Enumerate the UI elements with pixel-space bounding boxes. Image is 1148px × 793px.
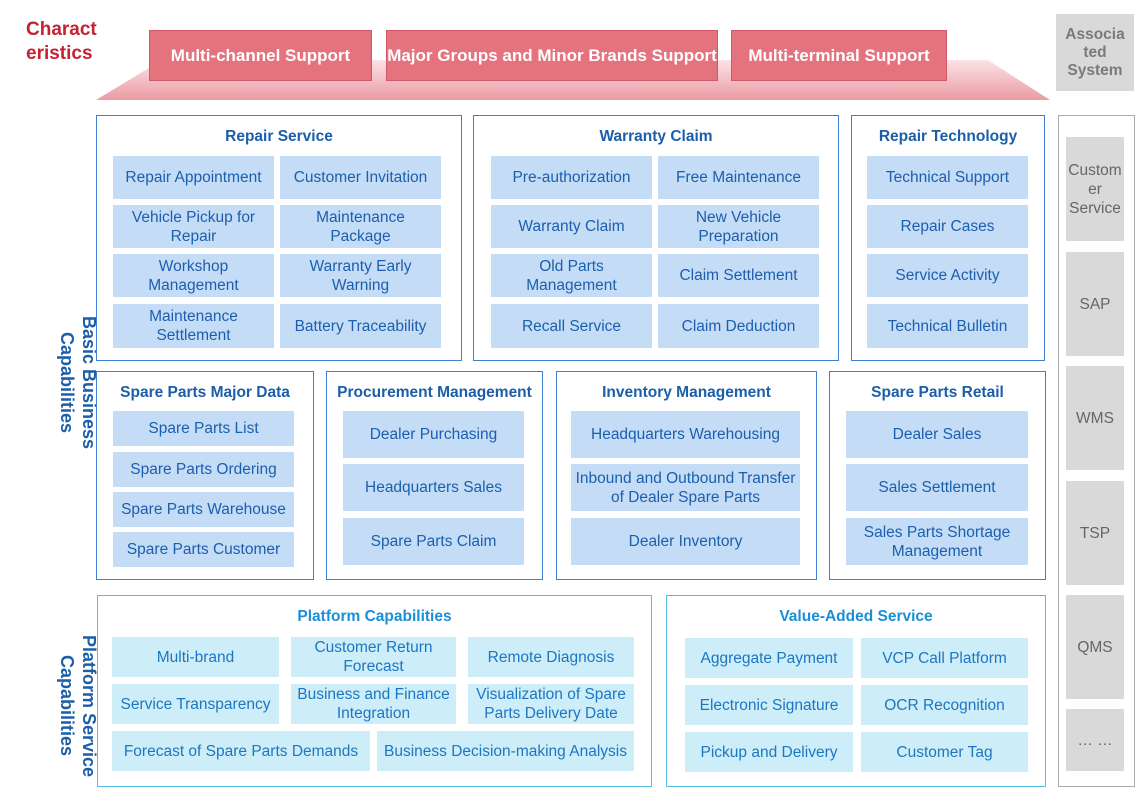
associated-system-title: Associa ted System	[1056, 14, 1134, 91]
pickup-and-delivery: Pickup and Delivery	[685, 732, 853, 772]
associated-wms: WMS	[1066, 366, 1124, 470]
repair-service-title: Repair Service	[225, 128, 333, 145]
old-parts-management: Old Parts Management	[491, 254, 652, 297]
service-transparency: Service Transparency	[112, 684, 279, 724]
spare-parts-list: Spare Parts List	[113, 411, 294, 446]
technical-support: Technical Support	[867, 156, 1028, 199]
business-decision-making-analysis: Business Decision-making Analysis	[377, 731, 634, 771]
inbound-outbound-transfer: Inbound and Outbound Transfer of Dealer …	[571, 464, 800, 511]
value-added-service-title: Value-Added Service	[779, 608, 933, 625]
procurement-management-title: Procurement Management	[337, 384, 532, 401]
repair-cases: Repair Cases	[867, 205, 1028, 248]
spare-parts-customer: Spare Parts Customer	[113, 532, 294, 567]
electronic-signature: Electronic Signature	[685, 685, 853, 725]
dealer-sales: Dealer Sales	[846, 411, 1028, 458]
characteristics-label: Charact eristics	[26, 19, 97, 64]
headquarters-warehousing: Headquarters Warehousing	[571, 411, 800, 458]
claim-deduction: Claim Deduction	[658, 304, 819, 348]
feature-multi-channel: Multi-channel Support	[149, 30, 372, 81]
platform-capabilities-title: Platform Capabilities	[297, 608, 452, 625]
sales-parts-shortage-management: Sales Parts Shortage Management	[846, 518, 1028, 565]
repair-technology-title: Repair Technology	[878, 128, 1018, 145]
sales-settlement: Sales Settlement	[846, 464, 1028, 511]
vcp-call-platform: VCP Call Platform	[861, 638, 1028, 678]
associated-sap: SAP	[1066, 252, 1124, 356]
maintenance-package: Maintenance Package	[280, 205, 441, 248]
ocr-recognition: OCR Recognition	[861, 685, 1028, 725]
associated-qms: QMS	[1066, 595, 1124, 699]
spare-parts-retail-title: Spare Parts Retail	[871, 384, 1004, 401]
warranty-early-warning: Warranty Early Warning	[280, 254, 441, 297]
warranty-claim-item: Warranty Claim	[491, 205, 652, 248]
feature-major-groups: Major Groups and Minor Brands Support	[386, 30, 718, 81]
maintenance-settlement: Maintenance Settlement	[113, 304, 274, 348]
spare-parts-claim: Spare Parts Claim	[343, 518, 524, 565]
inventory-management-title: Inventory Management	[602, 384, 771, 401]
recall-service: Recall Service	[491, 304, 652, 348]
free-maintenance: Free Maintenance	[658, 156, 819, 199]
basic-business-capabilities-label: Basic Business Capabilities	[57, 316, 99, 450]
new-vehicle-preparation: New Vehicle Preparation	[658, 205, 819, 248]
customer-invitation: Customer Invitation	[280, 156, 441, 199]
business-finance-integration: Business and Finance Integration	[291, 684, 456, 724]
multi-brand: Multi-brand	[112, 637, 279, 677]
remote-diagnosis: Remote Diagnosis	[468, 637, 634, 677]
spare-parts-ordering: Spare Parts Ordering	[113, 452, 294, 487]
associated-system-panel	[1058, 115, 1135, 787]
dealer-purchasing: Dealer Purchasing	[343, 411, 524, 458]
headquarters-sales: Headquarters Sales	[343, 464, 524, 511]
aggregate-payment: Aggregate Payment	[685, 638, 853, 678]
spare-parts-major-data-title: Spare Parts Major Data	[120, 384, 290, 401]
visualization-spare-parts-delivery: Visualization of Spare Parts Delivery Da…	[468, 684, 634, 724]
forecast-spare-parts-demands: Forecast of Spare Parts Demands	[112, 731, 370, 771]
associated-more: … …	[1066, 709, 1124, 771]
associated-customer-service: Custom er Service	[1066, 137, 1124, 241]
claim-settlement: Claim Settlement	[658, 254, 819, 297]
warranty-claim-title: Warranty Claim	[599, 128, 713, 145]
vehicle-pickup-for-repair: Vehicle Pickup for Repair	[113, 205, 274, 248]
service-activity: Service Activity	[867, 254, 1028, 297]
dealer-inventory: Dealer Inventory	[571, 518, 800, 565]
repair-appointment: Repair Appointment	[113, 156, 274, 199]
platform-service-capabilities-label: Platform Service Capabilities	[57, 634, 99, 778]
technical-bulletin: Technical Bulletin	[867, 304, 1028, 348]
feature-multi-terminal: Multi-terminal Support	[731, 30, 947, 81]
customer-return-forecast: Customer Return Forecast	[291, 637, 456, 677]
pre-authorization: Pre-authorization	[491, 156, 652, 199]
battery-traceability: Battery Traceability	[280, 304, 441, 348]
associated-tsp: TSP	[1066, 481, 1124, 585]
workshop-management: Workshop Management	[113, 254, 274, 297]
customer-tag: Customer Tag	[861, 732, 1028, 772]
spare-parts-warehouse: Spare Parts Warehouse	[113, 492, 294, 527]
